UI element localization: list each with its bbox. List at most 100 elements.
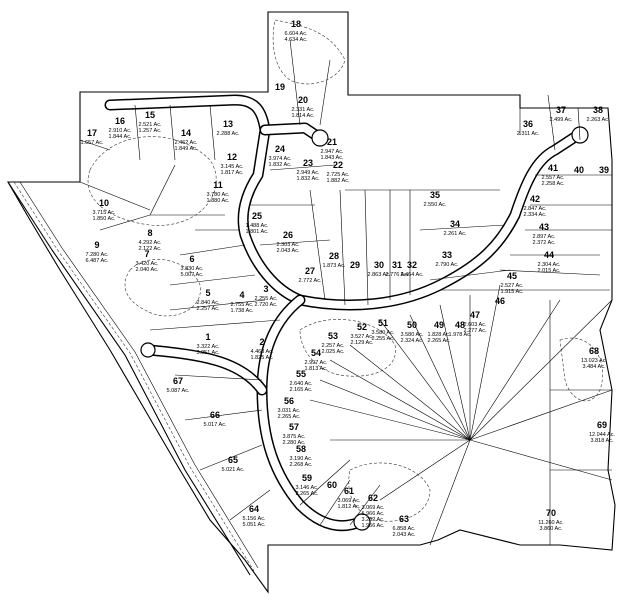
lot-63-acreage: 6.858 Ac. <box>393 526 416 532</box>
lot-number-35: 35 <box>430 190 440 200</box>
lot-16-acreage: 1.844 Ac. <box>109 134 132 140</box>
lot-49-acreage: 2.265 Ac. <box>428 338 451 344</box>
lot-number-9: 9 <box>94 240 99 250</box>
lot-number-47: 47 <box>470 310 480 320</box>
lot-number-62: 62 <box>368 493 378 503</box>
lot-3-acreage: 2.720 Ac. <box>255 302 278 308</box>
lot-47-acreage: 2.603 Ac. <box>464 322 487 328</box>
lot-25-acreage: 1.801 Ac. <box>246 229 269 235</box>
lot-44-acreage: 2.015 Ac. <box>538 268 561 274</box>
lot-number-46: 46 <box>495 296 505 306</box>
lot-10-acreage: 3.715 Ac. <box>93 210 116 216</box>
lot-55-acreage: 2.640 Ac. <box>290 381 313 387</box>
lot-number-7: 7 <box>144 249 149 259</box>
cul-de-sac-east <box>571 126 589 144</box>
lot-number-18: 18 <box>291 19 301 29</box>
lot-number-48: 48 <box>455 320 465 330</box>
lot-number-20: 20 <box>298 95 308 105</box>
lot-4-acreage: 2.755 Ac. <box>231 302 254 308</box>
lot-10-acreage: 1.850 Ac. <box>93 216 116 222</box>
lot-number-36: 36 <box>523 119 533 129</box>
lot-62-acreage: 1.966 Ac. <box>362 511 385 517</box>
lot-45-acreage: 1.915 Ac. <box>501 289 524 295</box>
lot-15-acreage: 2.521 Ac. <box>139 122 162 128</box>
loop-road-fill <box>258 296 364 530</box>
lot-number-8: 8 <box>147 228 152 238</box>
lot-57-acreage: 2.280 Ac. <box>283 440 306 446</box>
lot-66-acreage: 5.017 Ac. <box>204 422 227 428</box>
lot-51-acreage: 3.580 Ac. <box>372 330 395 336</box>
lot-41-acreage: 2.258 Ac. <box>542 181 565 187</box>
lot-number-25: 25 <box>252 211 262 221</box>
lot-number-70: 70 <box>546 508 556 518</box>
lot-number-56: 56 <box>284 396 294 406</box>
lot-number-39: 39 <box>599 165 609 175</box>
lot-number-15: 15 <box>145 110 155 120</box>
lot-4-acreage: 1.738 Ac. <box>231 308 254 314</box>
lot-45-acreage: 2.527 Ac. <box>501 283 524 289</box>
lot-41-acreage: 2.557 Ac. <box>542 175 565 181</box>
highway-edge-outer <box>7 181 251 576</box>
lot-3-acreage: 2.255 Ac. <box>255 296 278 302</box>
lot-62-acreage: 1.956 Ac. <box>362 523 385 529</box>
lot-number-68: 68 <box>589 346 599 356</box>
lot-number-69: 69 <box>597 420 607 430</box>
lot-22-acreage: 1.882 Ac. <box>327 178 350 184</box>
lot-14-acreage: 2.462 Ac. <box>175 140 198 146</box>
lot-number-55: 55 <box>296 369 306 379</box>
lot-42-acreage: 2.847 Ac. <box>524 206 547 212</box>
lot-67-acreage: 5.087 Ac. <box>167 388 190 394</box>
lot-18-acreage: 6.604 Ac. <box>285 31 308 37</box>
lot-9-acreage: 7.280 Ac. <box>86 252 109 258</box>
lot-20-acreage: 2.331 Ac. <box>292 107 315 113</box>
lot-6-acreage: 5.007 Ac. <box>181 272 204 278</box>
lot-23-acreage: 2.949 Ac. <box>297 170 320 176</box>
lot-number-2: 2 <box>259 337 264 347</box>
lot-number-45: 45 <box>507 271 517 281</box>
lot-number-49: 49 <box>434 320 444 330</box>
lot-2-acreage: 4.468 Ac. <box>251 349 274 355</box>
lot-number-14: 14 <box>181 128 191 138</box>
lot-number-41: 41 <box>548 163 558 173</box>
lot-47-acreage: 2.277 Ac. <box>464 328 487 334</box>
lot-61-acreage: 3.069 Ac. <box>338 498 361 504</box>
lot-number-60: 60 <box>327 480 337 490</box>
lot-42-acreage: 2.334 Ac. <box>524 212 547 218</box>
lot-26-acreage: 2.303 Ac. <box>277 242 300 248</box>
spur-road-fill <box>146 346 266 394</box>
lot-43-acreage: 2.897 Ac. <box>533 234 556 240</box>
lot-5-acreage: 2.840 Ac. <box>197 300 220 306</box>
lot-25-acreage: 1.488 Ac. <box>246 223 269 229</box>
lot-9-acreage: 6.487 Ac. <box>86 258 109 264</box>
lot-number-23: 23 <box>303 158 313 168</box>
lot-64-acreage: 5.156 Ac. <box>243 516 266 522</box>
lot-14-acreage: 1.849 Ac. <box>175 146 198 152</box>
lot-65-acreage: 5.021 Ac. <box>222 467 245 473</box>
lot-number-44: 44 <box>544 250 554 260</box>
lot-number-1: 1 <box>205 332 210 342</box>
lot-number-34: 34 <box>450 219 460 229</box>
lot-number-5: 5 <box>205 288 210 298</box>
lot-number-42: 42 <box>530 194 540 204</box>
lot-number-65: 65 <box>228 455 238 465</box>
lot-49-acreage: 1.828 Ac. <box>428 332 451 338</box>
lot-number-52: 52 <box>357 322 367 332</box>
highway-centerline <box>13 181 255 572</box>
lot-number-38: 38 <box>593 105 603 115</box>
lot-18-acreage: 4.634 Ac. <box>285 37 308 43</box>
lot-17-acreage: 1.657 Ac. <box>81 140 104 146</box>
lot-38-acreage: 2.263 Ac. <box>587 117 610 123</box>
lot-8-acreage: 4.292 Ac. <box>139 240 162 246</box>
lot-24-acreage: 3.974 Ac. <box>269 156 292 162</box>
lot-52-acreage: 3.527 Ac. <box>351 334 374 340</box>
lot-33-acreage: 2.790 Ac. <box>436 262 459 268</box>
lot-8-acreage: 2.122 Ac. <box>139 246 162 252</box>
lot-number-24: 24 <box>275 144 285 154</box>
lot-27-acreage: 2.772 Ac. <box>299 278 322 284</box>
lot-number-59: 59 <box>302 473 312 483</box>
lot-number-66: 66 <box>210 410 220 420</box>
lot-11-acreage: 1.880 Ac. <box>207 198 230 204</box>
lot-54-acreage: 2.997 Ac. <box>305 360 328 366</box>
lot-68-acreage: 3.484 Ac. <box>583 364 606 370</box>
